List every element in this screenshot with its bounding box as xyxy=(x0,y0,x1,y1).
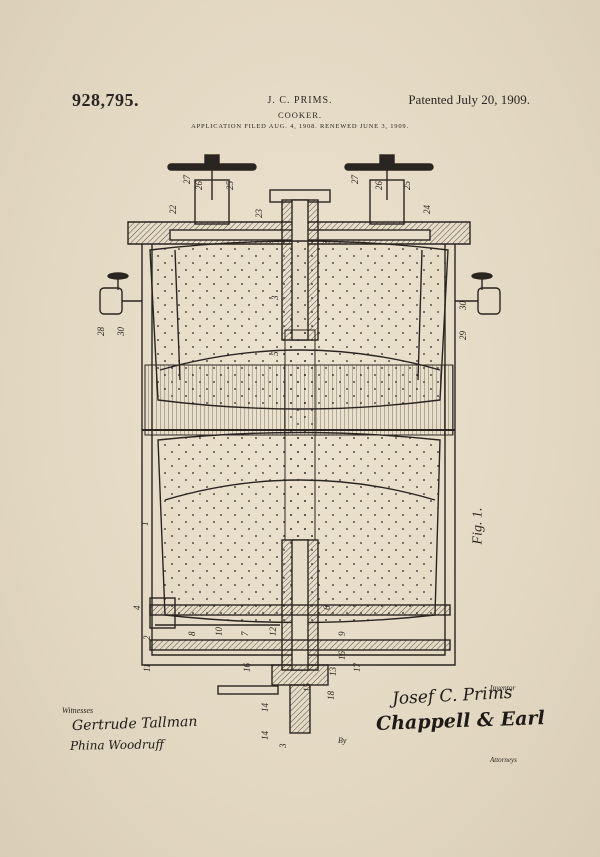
vessel-outline xyxy=(99,154,501,734)
reference-labels: 22 27 26 25 23 27 26 25 24 28 30 3 5 29 … xyxy=(96,175,468,750)
svg-text:30: 30 xyxy=(458,301,468,312)
svg-text:14: 14 xyxy=(260,731,270,741)
svg-text:28: 28 xyxy=(96,327,106,337)
inventor-label: Inventor xyxy=(490,683,516,692)
svg-text:9: 9 xyxy=(337,631,347,636)
svg-text:12: 12 xyxy=(268,627,278,637)
svg-text:16: 16 xyxy=(242,663,252,673)
svg-text:22: 22 xyxy=(168,205,178,215)
svg-text:30: 30 xyxy=(116,327,126,338)
figure-label: Fig. 1. xyxy=(470,507,486,545)
svg-text:25: 25 xyxy=(225,181,235,191)
witnesses-label: Witnesses xyxy=(62,706,94,715)
svg-text:23: 23 xyxy=(254,209,264,219)
svg-text:6: 6 xyxy=(322,605,332,610)
svg-text:3: 3 xyxy=(278,743,288,749)
svg-text:7: 7 xyxy=(240,631,250,636)
witness-signature-2: Phina Woodruff xyxy=(69,737,165,753)
patent-number: 928,795. xyxy=(72,90,139,110)
svg-text:25: 25 xyxy=(402,181,412,191)
svg-text:13: 13 xyxy=(328,667,338,677)
svg-text:11: 11 xyxy=(142,664,152,672)
inventor-name-header: J. C. PRIMS. xyxy=(267,95,333,106)
patent-title: COOKER. xyxy=(277,110,323,120)
patent-date: Patented July 20, 1909. xyxy=(408,92,530,107)
svg-text:24: 24 xyxy=(422,205,432,215)
svg-text:3: 3 xyxy=(270,295,280,301)
svg-text:5: 5 xyxy=(270,351,280,356)
svg-text:1: 1 xyxy=(140,522,150,527)
svg-text:26: 26 xyxy=(194,181,204,191)
svg-text:17: 17 xyxy=(352,663,362,673)
svg-text:16: 16 xyxy=(337,651,347,661)
svg-text:27: 27 xyxy=(182,175,192,185)
filing-info: APPLICATION FILED AUG. 4, 1908. RENEWED … xyxy=(191,123,409,130)
by-label: By xyxy=(338,736,347,745)
svg-text:14: 14 xyxy=(260,703,270,713)
svg-text:2: 2 xyxy=(142,635,152,640)
svg-text:29: 29 xyxy=(458,331,468,341)
svg-text:18: 18 xyxy=(326,691,336,701)
svg-text:15: 15 xyxy=(302,683,312,693)
svg-text:4: 4 xyxy=(132,605,142,610)
svg-text:26: 26 xyxy=(374,181,384,191)
svg-text:27: 27 xyxy=(350,175,360,185)
svg-text:8: 8 xyxy=(187,631,197,636)
attorneys-label: Attorneys xyxy=(490,756,517,764)
svg-text:10: 10 xyxy=(214,627,224,637)
